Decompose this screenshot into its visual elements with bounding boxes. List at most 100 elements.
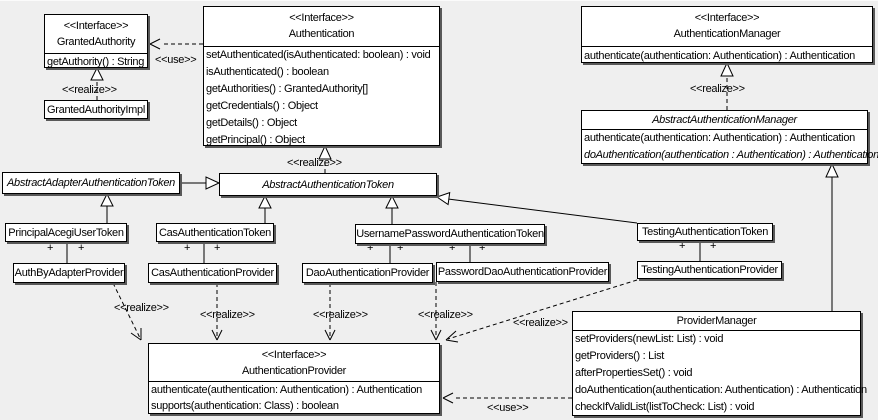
class-abstract-adapter-authentication-token[interactable]: AbstractAdapterAuthenticationToken <box>2 172 180 194</box>
edge-generalization-principal-token <box>100 192 114 223</box>
class-password-dao-authentication-provider[interactable]: PasswordDaoAuthenticationProvider <box>436 262 609 282</box>
edge-realize-granted-authority-impl: <<realize>> <box>62 66 117 100</box>
class-provider-manager[interactable]: ProviderManager setProviders(newList: Li… <box>572 311 867 416</box>
use-label: <<use>> <box>155 54 196 66</box>
multiplicity-plus: + <box>710 240 716 252</box>
method: setAuthenticated(isAuthenticated: boolea… <box>206 49 431 61</box>
edge-generalization-provider-manager <box>825 162 839 311</box>
class-principal-acegi-user-token[interactable]: PrincipalAcegiUserToken <box>5 223 127 242</box>
class-granted-authority[interactable]: <<Interface>> GrantedAuthority getAuthor… <box>44 14 148 68</box>
multiplicity-plus: + <box>397 242 403 254</box>
multiplicity-plus: + <box>78 242 84 254</box>
multiplicity-plus: + <box>47 242 53 254</box>
edge-use-providermanager-authenticationprovider: <<use>> <box>442 392 572 414</box>
multiplicity-plus: + <box>184 242 190 254</box>
class-header: ProviderManager <box>573 312 860 331</box>
class-header: <<Interface>> Authentication <box>204 7 439 47</box>
class-header: <<Interface>> AuthenticationManager <box>582 7 872 47</box>
class-name: CasAuthenticationToken <box>158 226 272 239</box>
edge-association-principal-authbyadapter: + + <box>47 242 84 263</box>
stereotype: <<Interface>> <box>261 349 327 361</box>
method: authenticate(authentication: Authenticat… <box>584 132 855 144</box>
class-name: TestingAuthenticationToken <box>641 226 769 238</box>
edge-realize-passworddao-provider: <<realize>> <box>418 282 473 341</box>
multiplicity-plus: + <box>367 242 373 254</box>
edge-realize-abstract-token: <<realize>> <box>287 144 342 173</box>
class-name: UsernamePasswordAuthenticationToken <box>356 228 544 240</box>
class-abstract-authentication-token[interactable]: AbstractAuthenticationToken <box>219 173 437 196</box>
class-granted-authority-impl[interactable]: GrantedAuthorityImpl <box>44 100 148 119</box>
class-name: GrantedAuthorityImpl <box>47 103 145 116</box>
class-name: Authentication <box>288 28 355 40</box>
class-name: ProviderManager <box>676 315 757 327</box>
edge-association-castoken-casprovider: + + <box>184 242 220 263</box>
class-header: AbstractAuthenticationManager <box>582 111 867 130</box>
method: checkIfValidList(listToCheck: List) : vo… <box>575 401 755 413</box>
realize-label: <<realize>> <box>287 157 342 169</box>
edge-generalization-cas-token <box>258 194 272 223</box>
realize-label: <<realize>> <box>200 309 255 321</box>
method: authenticate(authentication: Authenticat… <box>151 384 422 396</box>
class-dao-authentication-provider[interactable]: DaoAuthenticationProvider <box>302 263 433 283</box>
class-name: AuthenticationProvider <box>241 365 347 377</box>
method: getAuthority() : String <box>47 56 145 68</box>
class-auth-by-adapter-provider[interactable]: AuthByAdapterProvider <box>13 263 125 283</box>
class-name: TestingAuthenticationProvider <box>641 264 778 276</box>
class-cas-authentication-provider[interactable]: CasAuthenticationProvider <box>148 263 277 283</box>
method: authenticate(authentication: Authenticat… <box>584 50 855 62</box>
edge-use-authentication-grantedauthority: <<use>> <box>149 38 203 66</box>
class-name: DaoAuthenticationProvider <box>305 267 430 279</box>
edge-generalization-testing-token <box>435 191 638 224</box>
realize-label: <<realize>> <box>690 83 745 95</box>
class-testing-authentication-token[interactable]: TestingAuthenticationToken <box>637 223 773 241</box>
realize-label: <<realize>> <box>513 317 568 329</box>
stereotype: <<Interface>> <box>289 12 354 24</box>
edge-association-usernamepassword-passworddao: + + <box>449 242 485 262</box>
class-header: <<Interface>> GrantedAuthority <box>45 15 147 54</box>
edge-realize-dao-provider: <<realize>> <box>313 283 368 341</box>
class-name: AbstractAdapterAuthenticationToken <box>7 177 175 189</box>
stereotype: <<Interface>> <box>63 20 129 32</box>
class-testing-authentication-provider[interactable]: TestingAuthenticationProvider <box>637 261 782 279</box>
method: setProviders(newList: List) : void <box>575 333 724 345</box>
class-name: PrincipalAcegiUserToken <box>8 226 124 239</box>
method: getPrincipal() : Object <box>206 134 305 146</box>
method: getDetails() : Object <box>206 117 297 129</box>
class-cas-authentication-token[interactable]: CasAuthenticationToken <box>156 223 274 242</box>
edge-realize-abstract-manager: <<realize>> <box>690 61 745 110</box>
edge-generalization-usernamepassword-token <box>385 194 399 224</box>
realize-label: <<realize>> <box>418 309 473 321</box>
method: supports(authentication: Class) : boolea… <box>151 400 339 412</box>
realize-label: <<realize>> <box>313 309 368 321</box>
class-authentication-provider[interactable]: <<Interface>> AuthenticationProvider aut… <box>148 343 440 414</box>
class-name: AbstractAuthenticationToken <box>262 178 394 191</box>
edge-association-testingtoken-testingprovider: + + <box>679 240 716 261</box>
class-authentication[interactable]: <<Interface>> Authentication setAuthenti… <box>203 6 440 146</box>
edge-realize-testing-provider: <<realize>> <box>445 279 638 343</box>
edge-realize-authbyadapter-provider: <<realize>> <box>112 282 169 341</box>
method: afterPropertiesSet() : void <box>575 367 693 379</box>
realize-label: <<realize>> <box>114 302 169 314</box>
multiplicity-plus: + <box>679 240 685 252</box>
edge-realize-cas-provider: <<realize>> <box>200 283 255 341</box>
stereotype: <<Interface>> <box>694 12 760 24</box>
class-name: AuthByAdapterProvider <box>14 267 124 279</box>
class-header: <<Interface>> AuthenticationProvider <box>149 344 439 382</box>
edge-association-usernamepassword-dao: + + <box>367 242 403 263</box>
edge-generalization-adapter-token <box>180 176 221 190</box>
class-abstract-authentication-manager[interactable]: AbstractAuthenticationManager authentica… <box>581 110 878 164</box>
multiplicity-plus: + <box>449 242 455 254</box>
method: getProviders() : List <box>575 350 665 362</box>
class-name: CasAuthenticationProvider <box>151 267 274 279</box>
realize-label: <<realize>> <box>62 84 117 96</box>
class-authentication-manager[interactable]: <<Interface>> AuthenticationManager auth… <box>581 6 873 63</box>
use-label: <<use>> <box>487 402 528 414</box>
class-name: PasswordDaoAuthenticationProvider <box>437 266 608 278</box>
method: doAuthentication(authentication : Authen… <box>584 149 878 161</box>
class-name: GrantedAuthority <box>56 36 136 48</box>
method: isAuthenticated() : boolean <box>206 66 329 78</box>
class-username-password-authentication-token[interactable]: UsernamePasswordAuthenticationToken <box>355 224 545 244</box>
multiplicity-plus: + <box>214 242 220 254</box>
class-name: AbstractAuthenticationManager <box>652 114 797 126</box>
